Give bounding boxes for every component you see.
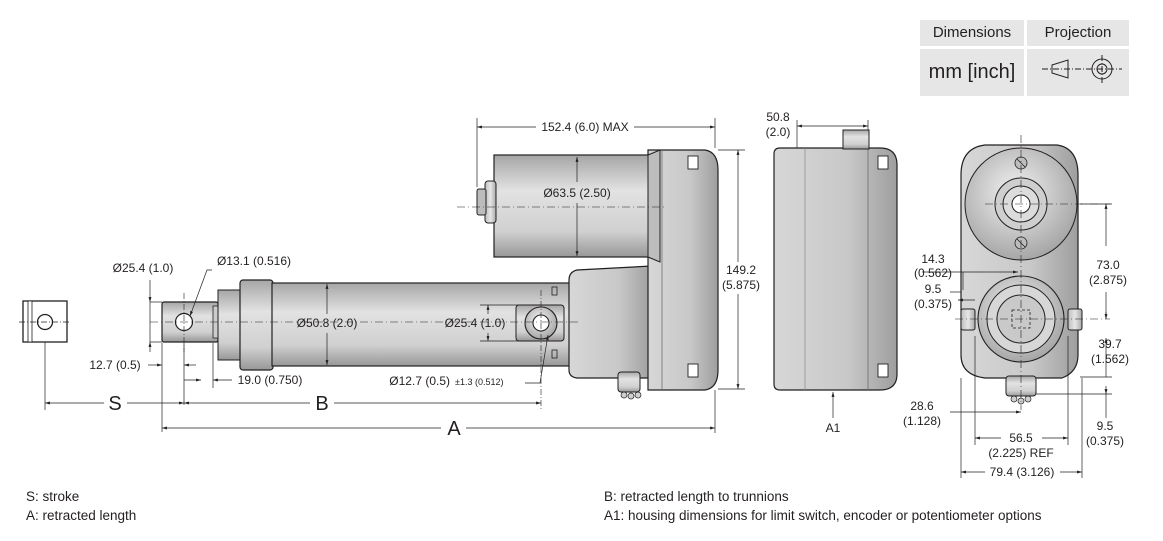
dim-95r-b: (0.375) [1086,434,1124,448]
dim-286-a: 28.6 [910,399,934,413]
projection-header: Projection [1027,20,1129,49]
legend-stroke: S: stroke [26,489,80,504]
dim-d254-trunnion: Ø25.4 (1.0) [445,316,506,330]
projection-cell [1027,48,1129,96]
first-angle-projection-icon [1042,55,1122,84]
dim-A1: A1 [826,421,841,435]
housing-front [773,147,898,391]
dim-508-b: (2.0) [766,125,791,139]
units-table: Dimensions Projection mm [inch] [920,20,1129,96]
dim-286-b: (1.128) [903,414,941,428]
dim-d127-tolerance: ±1.3 (0.512) [455,377,503,387]
legend-housing-options: A1: housing dimensions for limit switch,… [604,508,1042,523]
dim-95r-a: 9.5 [1097,419,1114,433]
gear-cover [647,149,719,391]
side-view [19,149,719,410]
dim-127: 12.7 (0.5) [89,358,140,372]
dim-S: S [108,393,121,415]
dim-565-b: (2.225) REF [988,446,1053,460]
legend-trunnion-length: B: retracted length to trunnions [604,489,789,504]
motor [493,154,652,258]
legend-left: S: stroke A: retracted length [26,487,136,525]
dim-152: 152.4 (6.0) MAX [541,120,628,134]
dim-794: 79.4 (3.126) [990,465,1055,479]
dim-d127: Ø12.7 (0.5) [389,374,450,388]
gearbox-housing [568,265,653,379]
rod-collar [239,279,274,371]
dimensions-header: Dimensions [920,20,1027,49]
dim-143-a: 14.3 [921,252,945,266]
dim-149-b: (5.875) [722,278,760,292]
dim-730-a: 73.0 [1096,258,1120,272]
dim-95-b: (0.375) [914,297,952,311]
dim-A: A [447,418,461,440]
legend-right: B: retracted length to trunnions A1: hou… [604,487,1041,525]
dim-d131: Ø13.1 (0.516) [217,254,291,268]
units-value: mm [inch] [920,48,1027,96]
dim-565-a: 56.5 [1009,431,1033,445]
dim-143-b: (0.562) [914,266,952,280]
dim-B: B [315,393,328,415]
dim-d635: Ø63.5 (2.50) [543,186,610,200]
legend-retracted-length: A: retracted length [26,508,137,523]
dim-d254-clevis: Ø25.4 (1.0) [113,261,174,275]
dim-d508: Ø50.8 (2.0) [297,316,358,330]
end-view [955,135,1110,410]
dim-730-b: (2.875) [1089,273,1127,287]
dim-149-a: 149.2 [726,263,756,277]
dim-190: 19.0 (0.750) [238,373,303,387]
front-view [773,129,898,391]
dim-397-a: 39.7 [1098,337,1122,351]
dim-397-b: (1.562) [1091,352,1129,366]
dim-508-a: 50.8 [766,110,790,124]
dimension-lines [44,118,1112,478]
dim-95-a: 9.5 [925,282,942,296]
